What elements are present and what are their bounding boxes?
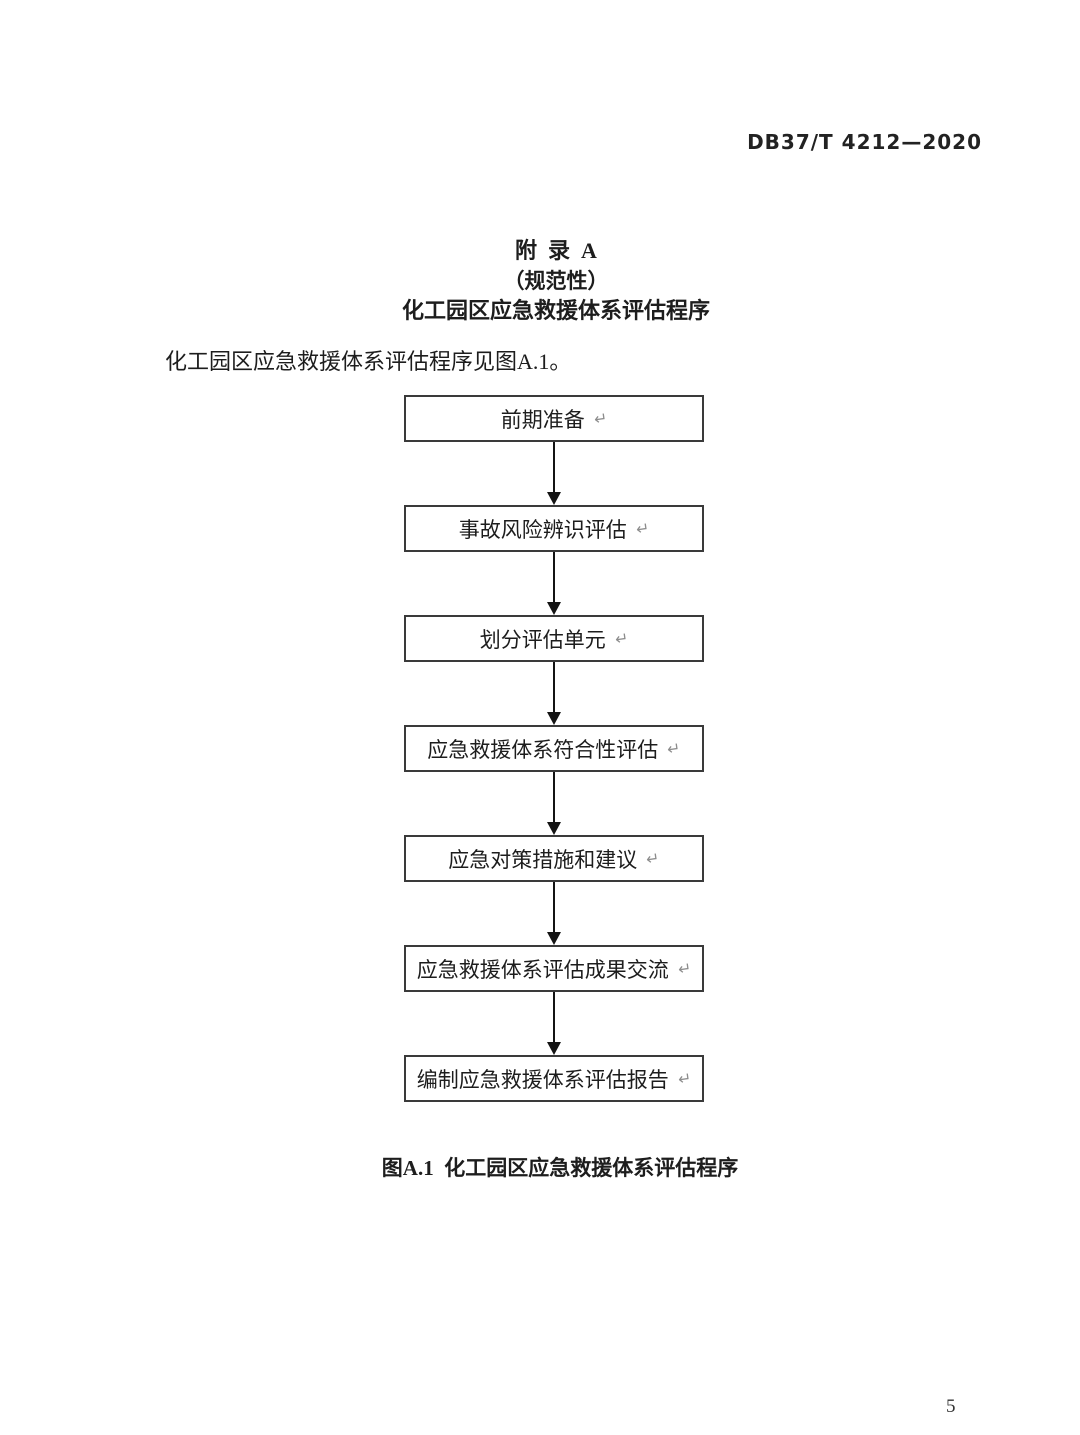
down-arrow: [547, 552, 561, 615]
flow-step-results-exchange: 应急救援体系评估成果交流 ↵: [404, 945, 704, 992]
arrow-head-icon: [547, 492, 561, 505]
flow-step-report-compilation: 编制应急救援体系评估报告 ↵: [404, 1055, 704, 1102]
standard-number-header: DB37/T 4212—2020: [747, 130, 982, 154]
paragraph-return-icon: ↵: [676, 958, 693, 979]
arrow-head-icon: [547, 712, 561, 725]
flow-step-label: 事故风险辨识评估: [458, 517, 627, 542]
paragraph-return-icon: ↵: [634, 518, 651, 539]
arrow-head-icon: [547, 932, 561, 945]
down-arrow: [547, 442, 561, 505]
arrow-shaft: [553, 552, 555, 602]
down-arrow: [547, 882, 561, 945]
down-arrow: [547, 772, 561, 835]
paragraph-return-icon: ↵: [613, 628, 630, 649]
arrow-shaft: [553, 882, 555, 932]
arrow-head-icon: [547, 1042, 561, 1055]
figure-caption: 图A.1 化工园区应急救援体系评估程序: [381, 1156, 739, 1180]
paragraph-return-icon: ↵: [676, 1068, 693, 1089]
flow-step-risk-identification: 事故风险辨识评估 ↵: [404, 505, 704, 552]
flow-step-conformity-evaluation: 应急救援体系符合性评估 ↵: [404, 725, 704, 772]
evaluation-procedure-flowchart: 前期准备 ↵ 事故风险辨识评估 ↵ 划分评估单元 ↵ 应急救援体系符合性评估 ↵: [404, 395, 704, 1102]
flow-step-label: 编制应急救援体系评估报告: [416, 1067, 669, 1092]
arrow-shaft: [553, 442, 555, 492]
appendix-title: 附 录 A: [515, 238, 597, 263]
flow-step-unit-division: 划分评估单元 ↵: [404, 615, 704, 662]
arrow-shaft: [553, 662, 555, 712]
arrow-shaft: [553, 992, 555, 1042]
appendix-title-block: 附 录 A （规范性） 化工园区应急救援体系评估程序: [16, 236, 1080, 326]
normative-label: （规范性）: [503, 269, 609, 293]
flow-step-countermeasures: 应急对策措施和建议 ↵: [404, 835, 704, 882]
paragraph-return-icon: ↵: [592, 408, 609, 429]
intro-paragraph: 化工园区应急救援体系评估程序见图A.1。: [165, 349, 572, 374]
page-number: 5: [946, 1396, 956, 1417]
flow-step-preparation: 前期准备 ↵: [404, 395, 704, 442]
paragraph-return-icon: ↵: [666, 738, 682, 759]
down-arrow: [547, 992, 561, 1055]
paragraph-return-icon: ↵: [645, 848, 661, 869]
appendix-subtitle: 化工园区应急救援体系评估程序: [401, 298, 710, 323]
flow-step-label: 应急救援体系评估成果交流: [416, 957, 669, 982]
arrow-shaft: [553, 772, 555, 822]
arrow-head-icon: [547, 822, 561, 835]
flow-step-label: 划分评估单元: [479, 627, 606, 652]
flow-step-label: 应急救援体系符合性评估: [427, 737, 659, 762]
flow-step-label: 前期准备: [500, 407, 585, 432]
arrow-head-icon: [547, 602, 561, 615]
down-arrow: [547, 662, 561, 725]
flow-step-label: 应急对策措施和建议: [448, 847, 638, 872]
